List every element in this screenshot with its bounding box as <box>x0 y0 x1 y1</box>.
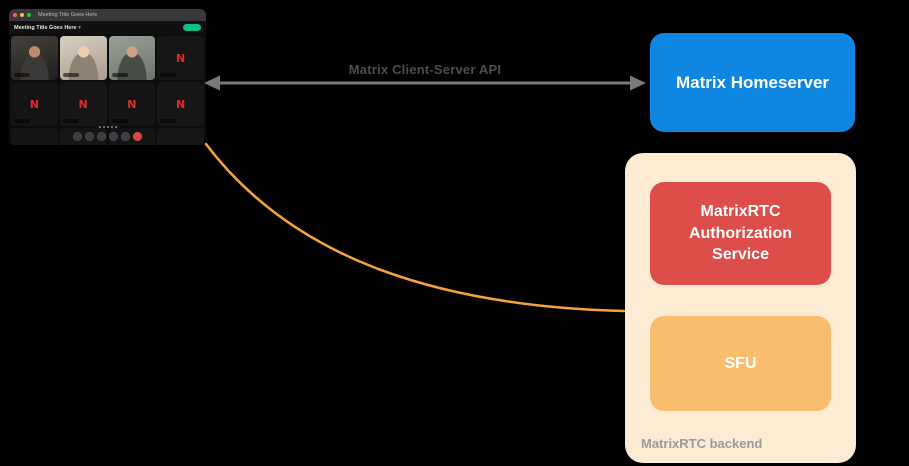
browser-titlebar: Meeting Title Goes Here <box>9 9 206 21</box>
meeting-title: Meeting Title Goes Here ▾ <box>14 24 81 31</box>
more-button[interactable] <box>121 132 130 141</box>
page-dots <box>9 126 206 128</box>
backend-container-label: MatrixRTC backend <box>641 436 763 451</box>
video-tile-avatar: N <box>157 128 204 145</box>
matrixrtc-backend-container: MatrixRTC Authorization Service SFU Matr… <box>625 153 856 463</box>
call-header: Meeting Title Goes Here ▾ <box>9 21 206 34</box>
sfu-node: SFU <box>650 316 831 411</box>
maximize-window-icon[interactable] <box>27 13 31 17</box>
page-dot <box>114 126 117 128</box>
mic-button[interactable] <box>73 132 82 141</box>
video-call-screenshot: Meeting Title Goes Here Meeting Title Go… <box>9 9 206 145</box>
api-arrow-label: Matrix Client-Server API <box>348 62 502 77</box>
auth-service-node: MatrixRTC Authorization Service <box>650 182 831 285</box>
avatar-letter: N <box>109 128 156 146</box>
video-tile-avatar: N <box>108 128 156 146</box>
chevron-down-icon: ▾ <box>78 24 81 31</box>
avatar-letter: N <box>176 51 186 65</box>
avatar-letter: N <box>11 128 58 146</box>
screenshare-button[interactable] <box>97 132 106 141</box>
chat-button[interactable] <box>109 132 118 141</box>
avatar-letter: N <box>29 97 39 111</box>
avatar-letter: N <box>127 97 137 111</box>
page-dot <box>98 126 101 128</box>
end-call-button[interactable] <box>133 132 142 141</box>
video-tile-avatar: N <box>157 36 204 80</box>
minimize-window-icon[interactable] <box>20 13 24 17</box>
video-tile-person <box>59 36 107 80</box>
invite-pill-button[interactable] <box>183 24 201 31</box>
video-tile-avatar: N <box>108 82 156 126</box>
auth-service-label: MatrixRTC Authorization Service <box>688 203 793 264</box>
page-dot <box>106 126 109 128</box>
avatar-letter: N <box>60 128 107 146</box>
page-dot <box>102 126 105 128</box>
sfu-label: SFU <box>724 354 757 372</box>
close-window-icon[interactable] <box>13 13 17 17</box>
page-dot <box>110 126 113 128</box>
homeserver-label: Matrix Homeserver <box>675 72 830 92</box>
video-tile-avatar: N <box>59 82 107 126</box>
media-connection-line <box>204 142 626 313</box>
video-tile-avatar: N <box>11 128 58 145</box>
video-tile-avatar: N <box>157 82 204 126</box>
video-grid: NNNNNNNNN <box>9 34 206 145</box>
browser-tab-title: Meeting Title Goes Here <box>38 12 98 18</box>
video-tile-avatar: N <box>59 128 107 146</box>
video-tile-avatar: N <box>11 82 58 126</box>
video-tile-person <box>11 36 58 80</box>
camera-button[interactable] <box>85 132 94 141</box>
avatar-letter: N <box>157 128 204 146</box>
call-controls <box>9 132 206 141</box>
arrowhead-right-icon <box>630 75 646 91</box>
arrowhead-left-icon <box>204 75 220 91</box>
homeserver-node: Matrix Homeserver <box>650 33 855 132</box>
avatar-letter: N <box>176 97 186 111</box>
video-tile-person <box>108 36 156 80</box>
avatar-letter: N <box>78 97 88 111</box>
